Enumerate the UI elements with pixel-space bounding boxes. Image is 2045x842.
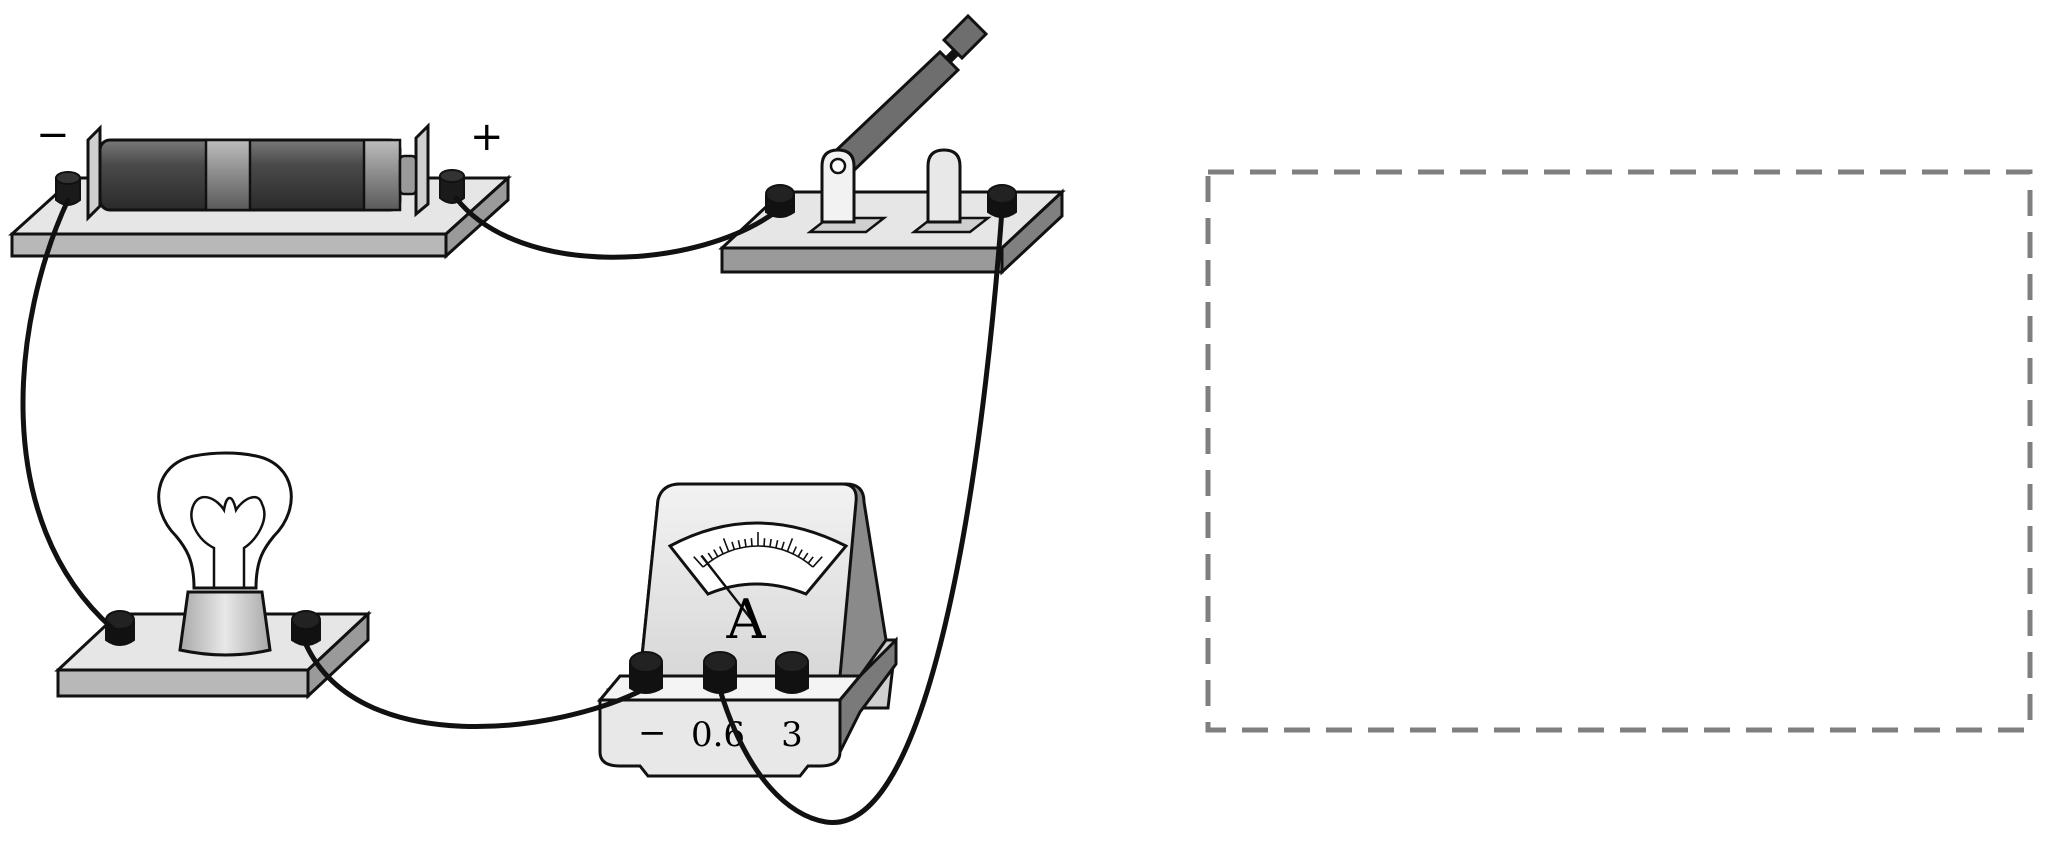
- wire-switch-to-ammeter: [717, 207, 1005, 825]
- lamp-filament: [190, 495, 266, 588]
- switch-terminal-left-cap: [765, 184, 795, 204]
- ammeter-symbol: A: [726, 588, 767, 651]
- battery-minus-label: −: [36, 112, 70, 158]
- battery-positive-nub: [398, 154, 418, 196]
- dial-tick: [792, 546, 798, 555]
- switch-contact-post: [926, 148, 962, 224]
- ammeter: A − 0.6 3: [596, 482, 898, 778]
- switch-handle[interactable]: [941, 13, 989, 61]
- dial-tick: [731, 541, 736, 550]
- dial-tick: [797, 549, 803, 557]
- switch-board-front: [720, 246, 1004, 274]
- battery-cap: [362, 138, 402, 212]
- battery-terminal-negative[interactable]: [55, 177, 81, 206]
- dial-tick: [812, 556, 823, 568]
- dial-tick: [722, 538, 730, 552]
- wire-battery-to-lamp: [20, 197, 115, 631]
- switch-assembly: [718, 13, 1066, 276]
- dial-tick: [763, 538, 766, 547]
- battery-clip-left: [86, 124, 102, 222]
- battery-terminal-negative-cap: [55, 171, 81, 185]
- lamp-board-side: [306, 610, 370, 700]
- switch-terminal-right-cap: [987, 184, 1017, 204]
- battery-plus-label: +: [470, 114, 504, 160]
- ammeter-terminal-3-cap: [775, 651, 809, 673]
- lamp-assembly: [54, 451, 372, 700]
- dial-tick: [750, 538, 753, 547]
- wire-battery-to-switch: [453, 195, 781, 260]
- battery-terminal-positive[interactable]: [439, 175, 465, 204]
- dial-tick: [707, 552, 714, 561]
- battery-assembly: − +: [8, 112, 512, 260]
- lamp-socket: [178, 590, 272, 657]
- battery-terminal-positive-cap: [439, 169, 465, 183]
- dial-tick: [775, 539, 779, 549]
- ammeter-needle: [700, 554, 759, 629]
- wires: [20, 195, 1005, 825]
- battery-clip-right: [414, 122, 430, 218]
- wire-lamp-to-ammeter: [301, 637, 649, 730]
- switch-board-side: [1000, 188, 1064, 276]
- lamp-bulb: [157, 451, 293, 590]
- ammeter-base-front: [598, 698, 842, 778]
- ammeter-dial: [667, 521, 849, 596]
- dial-tick: [737, 539, 741, 549]
- dial-tick: [769, 538, 772, 547]
- dial-tick: [780, 541, 785, 550]
- dial-tick: [744, 538, 747, 547]
- ammeter-terminal-negative-cap: [629, 651, 663, 673]
- dial-tick: [802, 552, 809, 561]
- switch-pivot: [829, 157, 847, 175]
- dial-arc: [702, 545, 814, 568]
- lamp-terminal-right-cap: [291, 610, 321, 630]
- dial-tick: [807, 556, 814, 564]
- ammeter-label-negative: −: [638, 713, 667, 753]
- ammeter-label-3: 3: [781, 715, 803, 755]
- dial-tick: [713, 549, 719, 557]
- battery-cell-band: [204, 138, 252, 212]
- dial-tick: [786, 538, 794, 552]
- battery-board-front: [10, 232, 448, 258]
- answer-box[interactable]: [1205, 169, 2033, 733]
- dial-tick: [693, 556, 704, 568]
- ammeter-terminal-0-6-cap: [703, 651, 737, 673]
- dial-tick: [718, 546, 724, 555]
- lamp-board-front: [56, 668, 310, 698]
